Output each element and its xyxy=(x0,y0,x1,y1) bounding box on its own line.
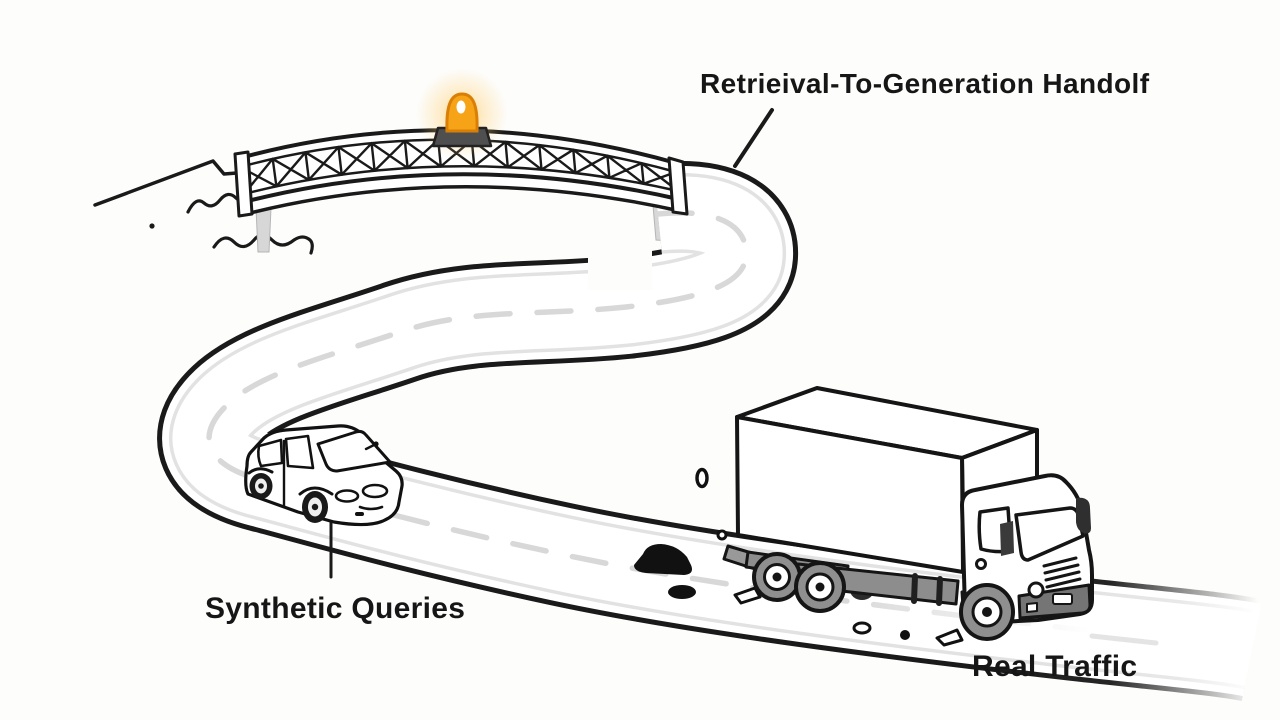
bottom-chord-inner xyxy=(242,165,680,196)
bridge-end-post-right xyxy=(667,156,689,216)
front-side-window xyxy=(284,434,315,470)
diagram-title: Retrieival-To-Generation Handolf xyxy=(700,68,1150,99)
side-mirror xyxy=(1076,497,1091,534)
faded-dash xyxy=(1089,633,1159,646)
cab-marker-light xyxy=(975,558,987,570)
sedan-car xyxy=(244,424,404,527)
debris-rock xyxy=(733,586,762,605)
title-pointer-line xyxy=(733,108,774,168)
debris-blob xyxy=(634,544,692,575)
front-wheel-arch xyxy=(298,486,334,496)
beacon-highlight xyxy=(456,100,466,114)
windshield xyxy=(1014,506,1085,562)
road-center-dashes xyxy=(206,210,1255,653)
license-plate xyxy=(1052,593,1073,605)
deck-bottom-edge xyxy=(244,185,682,216)
headlight xyxy=(1027,581,1045,599)
bridge-end-post-left xyxy=(233,150,254,218)
side-mirror xyxy=(373,441,379,447)
car-label: Synthetic Queries xyxy=(205,592,466,625)
debris-pebble xyxy=(716,529,728,541)
headlight-right xyxy=(361,483,389,499)
debris-rock xyxy=(935,628,964,647)
rear-wheel-arch xyxy=(247,467,274,475)
headlight-left xyxy=(334,489,360,503)
windshield xyxy=(316,429,392,473)
winding-road xyxy=(157,160,1263,702)
truck-label: Real Traffic xyxy=(972,650,1138,683)
grille xyxy=(358,505,384,511)
debris-blob xyxy=(668,585,696,599)
warning-beacon-icon xyxy=(416,68,508,160)
debris-dot xyxy=(900,630,910,640)
rear-side-window xyxy=(257,438,284,468)
window-vent xyxy=(1000,521,1014,556)
debris-pebble xyxy=(695,467,709,489)
bottom-chord-outer xyxy=(242,172,680,204)
bridge-pier-left xyxy=(255,207,272,253)
road-start-mask xyxy=(588,216,652,290)
grille-lines xyxy=(1042,556,1082,589)
box-truck xyxy=(722,386,1094,641)
debris-pebble xyxy=(852,621,872,635)
road-debris xyxy=(634,467,964,647)
